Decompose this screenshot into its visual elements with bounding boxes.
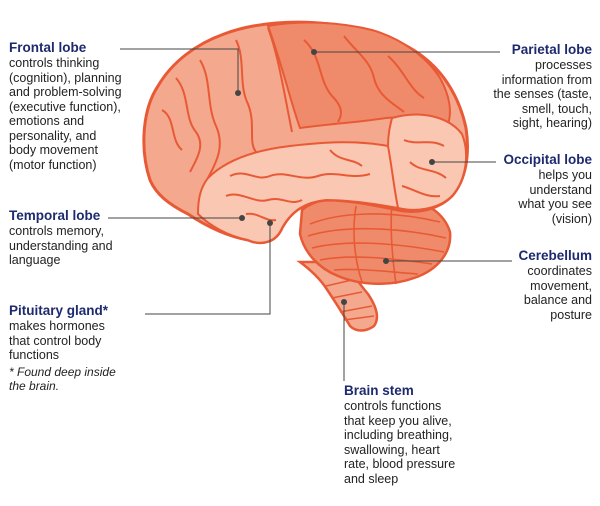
cerebellum-desc: coordinates movement, balance and postur…	[523, 264, 592, 322]
frontal-lobe-label: Frontal lobe controls thinking (cognitio…	[9, 40, 169, 172]
occipital-lobe-title: Occipital lobe	[503, 152, 592, 167]
dot-occipital	[429, 159, 435, 165]
temporal-lobe-title: Temporal lobe	[9, 208, 101, 223]
dot-brainstem	[341, 299, 347, 305]
brain-stem-label: Brain stem controls functions that keep …	[344, 383, 484, 486]
occipital-lobe-label: Occipital lobe helps you understand what…	[472, 152, 592, 226]
pituitary-gland-label: Pituitary gland* makes hormones that con…	[9, 303, 159, 393]
parietal-region	[266, 21, 451, 130]
brain-stem-ridges	[325, 279, 375, 321]
pituitary-footnote: * Found deep inside the brain.	[9, 364, 116, 393]
dot-frontal	[235, 90, 241, 96]
pituitary-gland-title: Pituitary gland*	[9, 303, 109, 318]
pituitary-gland-desc: makes hormones that control body functio…	[9, 319, 105, 362]
parietal-lobe-label: Parietal lobe processes information from…	[462, 42, 592, 131]
leader-frontal	[120, 48, 239, 91]
frontal-lobe-desc: controls thinking (cognition), planning …	[9, 56, 122, 172]
dot-cerebellum	[383, 258, 389, 264]
gyri-lines	[161, 27, 447, 222]
frontal-lobe-title: Frontal lobe	[9, 40, 87, 55]
temporal-lobe-label: Temporal lobe controls memory, understan…	[9, 208, 159, 268]
parietal-lobe-title: Parietal lobe	[511, 42, 592, 57]
cerebellum-title: Cerebellum	[518, 248, 592, 263]
leader-pituitary	[145, 223, 271, 315]
leader-dots	[235, 49, 435, 305]
occipital-lobe-desc: helps you understand what you see (visio…	[518, 168, 592, 226]
brain-stem-title: Brain stem	[344, 383, 414, 398]
dot-pituitary	[267, 220, 273, 226]
dot-parietal	[311, 49, 317, 55]
temporal-region	[196, 141, 400, 244]
cerebellum-label: Cerebellum coordinates movement, balance…	[492, 248, 592, 322]
cerebellum-folds	[307, 201, 447, 285]
temporal-lobe-desc: controls memory, understanding and langu…	[9, 224, 113, 267]
dot-temporal	[239, 215, 245, 221]
leader-lines	[108, 48, 512, 381]
brain-stem-desc: controls functions that keep you alive, …	[344, 399, 456, 486]
parietal-lobe-desc: processes information from the senses (t…	[493, 58, 592, 130]
